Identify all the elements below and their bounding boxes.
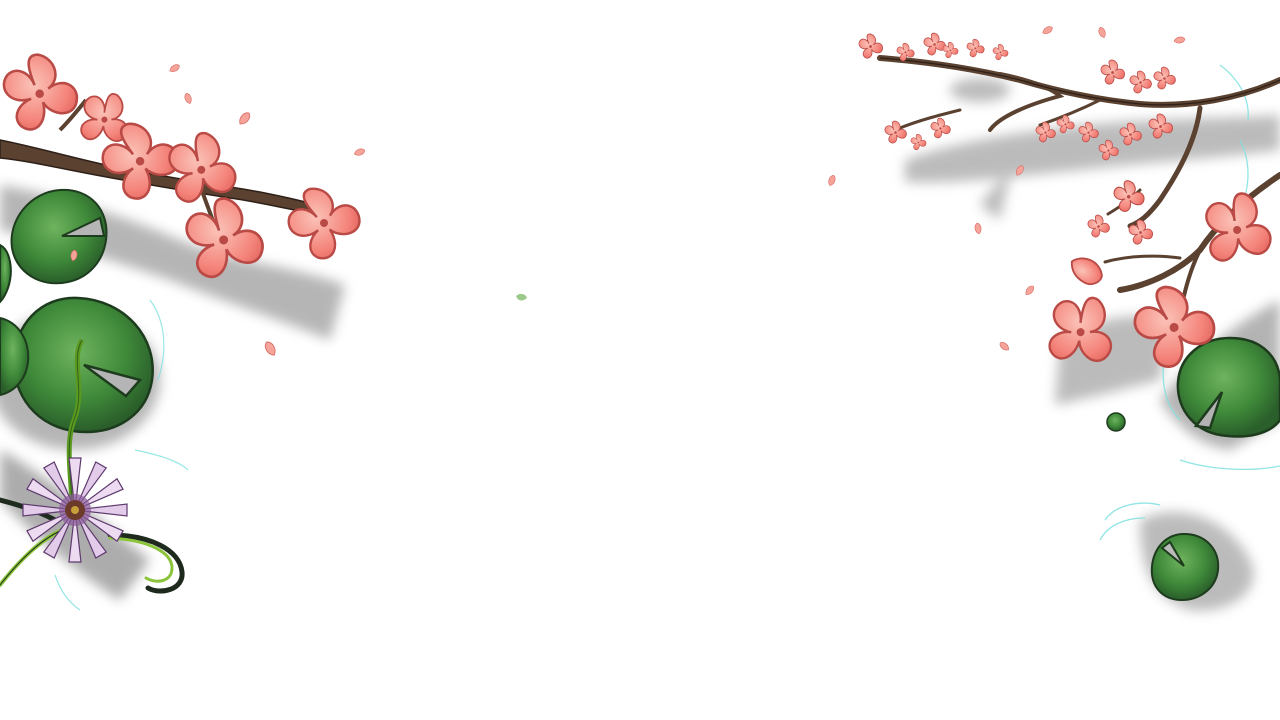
lotus-flower-icon: [22, 457, 128, 563]
floating-leaf-icon: [516, 293, 527, 301]
lily-pad-icon: [1176, 336, 1280, 438]
lily-pad-icon: [12, 296, 154, 434]
right-decoration: [826, 24, 1280, 611]
lily-pad-icon: [0, 243, 12, 304]
lily-pad-icon: [1106, 412, 1126, 432]
lily-pad-icon: [0, 316, 30, 397]
lily-pad-icon: [1150, 532, 1220, 602]
left-decoration: [0, 53, 370, 611]
lotus-vine: [0, 497, 185, 594]
water-ripple-icon: [54, 299, 189, 611]
lily-pad-icon: [10, 188, 108, 285]
